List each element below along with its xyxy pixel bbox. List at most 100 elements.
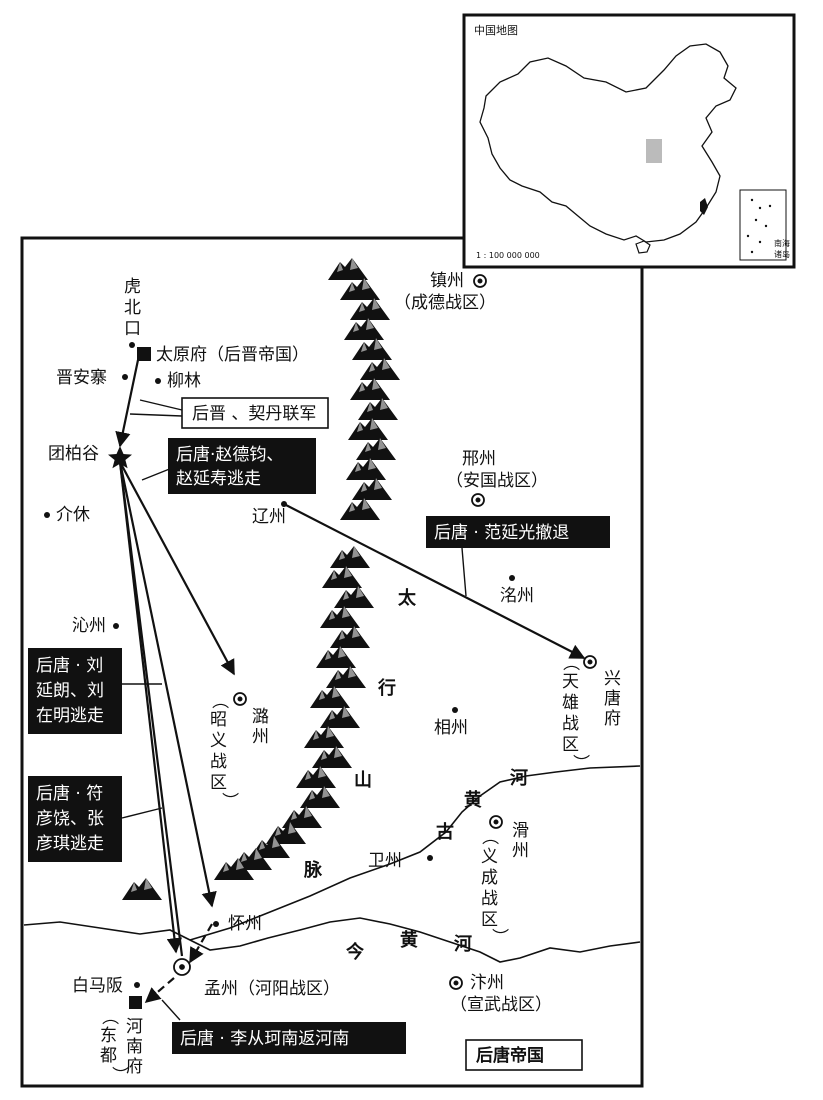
leader-allied-2 [129, 413, 183, 417]
label-henanfu-1: 河 [126, 1017, 143, 1037]
label-bianzhou: 汴州 [470, 973, 504, 993]
region-highlight-top [646, 139, 662, 163]
label-yicheng-0: （ [479, 828, 499, 845]
label-newriver-1: 今 [346, 941, 365, 963]
label-yicheng-5: ） [489, 928, 509, 945]
dot-mingzhou [509, 575, 515, 581]
route-to-luzhou [119, 461, 235, 676]
label-xuanwu: （宣武战区） [450, 995, 552, 1015]
label-tianxiong-5: ） [570, 754, 590, 771]
label-xingtangfu-3: 府 [604, 709, 621, 729]
leader-fan [461, 547, 467, 597]
label-luzhou-2: 州 [252, 727, 269, 747]
square-henanfu [129, 996, 142, 1009]
callout-zhao-line1: 后唐·赵德钧、 [176, 444, 283, 465]
label-newriver-3: 河 [454, 934, 472, 955]
route-li-south [144, 977, 175, 1004]
leader-li [161, 999, 181, 1021]
target-mengzhou [173, 958, 191, 976]
label-chengde: （成德战区） [394, 293, 496, 313]
label-luzhou-1: 潞 [252, 707, 269, 727]
route-to-huaizhou [118, 461, 217, 908]
dot-hubeikou [129, 342, 135, 348]
label-jinanzhai: 晋安寨 [56, 368, 107, 388]
callout-fu-line3: 彦琪逃走 [36, 834, 104, 854]
route-fan-retreat [283, 503, 586, 659]
callout-allied-text: 后晋 、契丹联军 [192, 404, 316, 424]
label-taihang-2: 行 [377, 677, 396, 699]
route-huaizhou-mengzhou [189, 923, 213, 964]
callout-fu-line2: 彦饶、张 [36, 809, 104, 829]
legend: 后唐帝国 [465, 1039, 583, 1071]
label-zhaoyi-5: ） [219, 792, 239, 809]
label-river-north: 河 [510, 768, 528, 789]
callout-allied: 后晋 、契丹联军 [181, 397, 329, 429]
leader-zhao [141, 467, 173, 481]
target-huazhou [489, 815, 503, 829]
callout-li: 后唐 · 李从珂南返河南 [172, 1022, 406, 1054]
label-jiexiu: 介休 [56, 505, 90, 525]
leader-allied-1 [139, 399, 183, 411]
label-xingtangfu-1: 兴 [604, 669, 621, 689]
inset-title-top: 中国地图 [474, 24, 518, 37]
label-dongdu-1: 东 [100, 1026, 117, 1046]
label-liaozhou: 辽州 [252, 507, 286, 527]
label-yicheng-4: 区 [481, 910, 498, 930]
star-tuanbaigu [108, 446, 132, 469]
label-tuanbaigu: 团柏谷 [48, 444, 99, 464]
label-xingzhou: 邢州 [462, 449, 496, 469]
old-yellow-river [189, 765, 641, 941]
target-zhenzhou [473, 274, 487, 288]
hainan-island-top [635, 240, 651, 254]
label-hubeikou-1: 虎 [124, 277, 141, 297]
callout-li-text: 后唐 · 李从珂南返河南 [180, 1028, 349, 1049]
target-luzhou [233, 692, 247, 706]
callout-liu: 后唐 · 刘 延朗、刘 在明逃走 [28, 648, 122, 734]
present-yellow-river [23, 917, 641, 963]
inset-content-top: 中国地图 南海 诸岛 1 : 100 000 000 [474, 24, 790, 261]
label-xiangzhou: 相州 [434, 718, 468, 738]
label-zhaoyi-2: 义 [210, 731, 227, 751]
route-taiyuan-tuanbaigu [115, 359, 140, 448]
label-huazhou-2: 州 [512, 841, 529, 861]
dot-baimaban [134, 982, 140, 988]
label-tianxiong-4: 区 [562, 735, 579, 755]
dot-liaozhou [281, 501, 287, 507]
label-zhaoyi-0: （ [209, 692, 229, 709]
square-taiyuan [137, 347, 151, 361]
label-tianxiong-0: （ [560, 654, 580, 671]
legend-label: 后唐帝国 [476, 1045, 544, 1066]
china-outline-top [479, 43, 737, 243]
dot-huaizhou [213, 921, 219, 927]
callout-zhao-line2: 赵延寿逃走 [176, 469, 261, 489]
callout-fan-text: 后唐 · 范延光撤退 [434, 522, 569, 543]
dot-liulin [155, 378, 161, 384]
dot-xiangzhou [452, 707, 458, 713]
inset-scale-top: 1 : 100 000 000 [476, 251, 540, 260]
south-sea-box-top [739, 189, 787, 261]
label-oldriver-1: 黄 [464, 789, 482, 811]
callout-liu-line1: 后唐 · 刘 [36, 655, 103, 676]
callout-liu-line3: 在明逃走 [36, 706, 104, 726]
label-zhaoyi-4: 区 [210, 773, 227, 793]
south-sea-islands-top [746, 198, 772, 254]
label-mingzhou: 洺州 [500, 586, 534, 606]
target-xingzhou [471, 493, 485, 507]
label-oldriver-2: 古 [436, 821, 454, 843]
routes [115, 359, 586, 1021]
label-anguo: （安国战区） [446, 471, 548, 491]
label-baimaban: 白马阪 [72, 976, 123, 996]
label-dongdu-0: （ [99, 1008, 119, 1025]
dot-jinanzhai [122, 374, 128, 380]
label-taihang-4: 脉 [303, 859, 323, 881]
markers [44, 342, 515, 1009]
label-yicheng-3: 战 [481, 889, 498, 909]
label-taihang-3: 山 [354, 770, 372, 791]
label-tianxiong-2: 雄 [562, 693, 579, 713]
callout-fu-line1: 后唐 · 符 [36, 783, 103, 804]
label-qinzhou: 沁州 [72, 616, 106, 636]
label-huaizhou: 怀州 [228, 914, 262, 934]
dot-qinzhou [113, 623, 119, 629]
leader-fu [121, 807, 163, 819]
